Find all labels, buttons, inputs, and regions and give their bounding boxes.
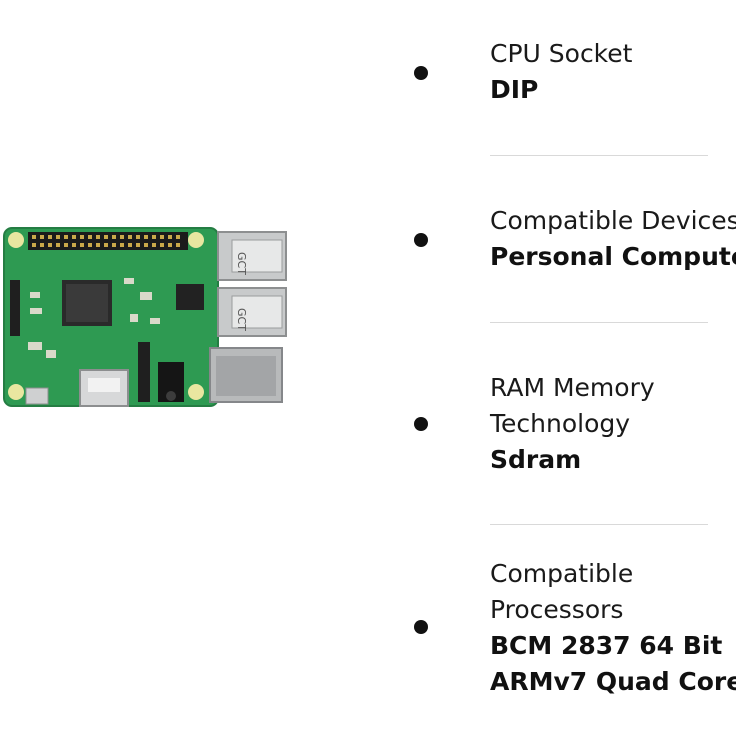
spec-value: BCM 2837 64 Bit [490,631,723,660]
bullet-icon [414,417,428,431]
bullet-icon [414,66,428,80]
bullet-icon [414,620,428,634]
spec-label: CPU Socket [490,39,633,68]
spec-value: DIP [490,75,539,104]
divider [490,322,708,323]
spec-label: Compatible [490,559,634,588]
raspberry-pi-board-icon: GCT GCT [3,227,287,407]
usb-port-label: GCT [235,308,248,331]
divider [490,524,708,525]
product-image: GCT GCT [0,222,292,418]
spec-label: Processors [490,595,624,624]
spec-value: Personal Computer [490,242,736,271]
bullet-icon [414,233,428,247]
spec-label: Compatible Devices [490,206,736,235]
divider [490,155,708,156]
spec-value: ARMv7 Quad Core [490,667,736,696]
spec-label: RAM Memory [490,373,655,402]
spec-label: Technology [490,409,631,438]
usb-port-label: GCT [235,252,248,275]
spec-value: Sdram [490,445,582,474]
